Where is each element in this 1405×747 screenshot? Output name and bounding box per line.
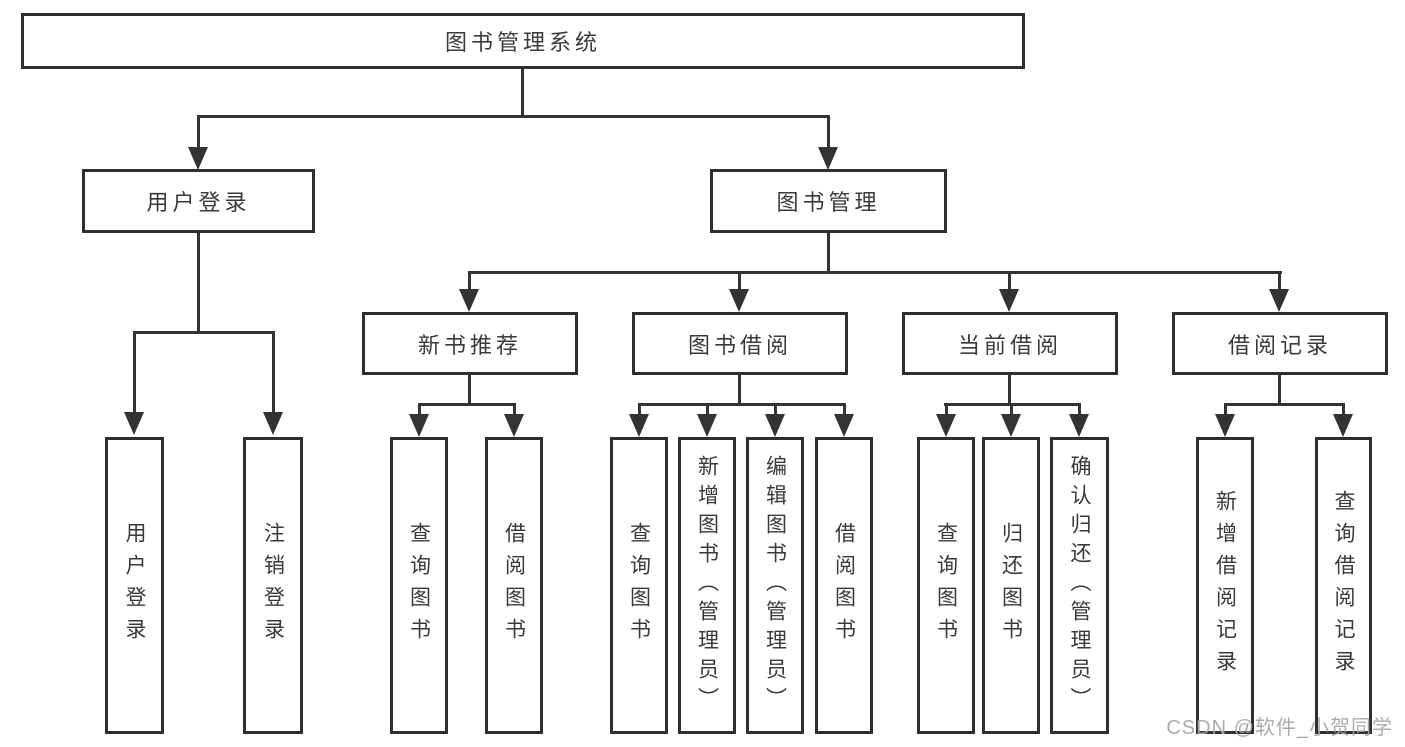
leaf-query-books-current: 查询图书 (917, 437, 975, 734)
connector-line (1010, 403, 1013, 417)
connector-line (513, 403, 516, 417)
node-label: 图书借阅 (687, 332, 792, 358)
leaf-label: 注销登录 (261, 521, 285, 650)
connector-line (945, 403, 948, 417)
connector-line (638, 403, 641, 417)
leaf-label: 用户登录 (123, 521, 146, 650)
connector-line (197, 115, 200, 149)
leaf-label: 查询图书 (934, 521, 958, 650)
leaf-label: 编辑图书（管理员） (763, 455, 787, 716)
leaf-label: 新增借阅记录 (1213, 489, 1237, 682)
connector-line (706, 403, 709, 417)
connector-line (638, 403, 846, 406)
leaf-label: 新增图书（管理员） (695, 455, 719, 716)
node-label: 借阅记录 (1227, 332, 1332, 358)
connector-line (133, 331, 136, 413)
leaf-label: 查询图书 (407, 521, 431, 650)
connector-arrowhead (999, 289, 1019, 312)
connector-line (521, 66, 524, 118)
node-library-system: 图书管理系统 (21, 13, 1025, 69)
connector-arrowhead (729, 289, 749, 312)
connector-line (418, 403, 421, 417)
connector-arrowhead (188, 147, 208, 170)
leaf-label: 查询借阅记录 (1332, 489, 1355, 682)
connector-line (197, 230, 200, 333)
connector-arrowhead (629, 414, 649, 437)
node-book-borrow: 图书借阅 (632, 312, 848, 375)
node-book-management: 图书管理 (710, 169, 947, 233)
leaf-query-borrow-record: 查询借阅记录 (1315, 437, 1372, 734)
leaf-user-login: 用户登录 (105, 437, 164, 734)
watermark-text: CSDN @软件_小贺同学 (1166, 717, 1393, 739)
node-borrow-records: 借阅记录 (1172, 312, 1388, 375)
node-label: 图书管理 (776, 190, 881, 215)
connector-line (738, 271, 741, 291)
connector-line (1008, 271, 1011, 291)
connector-arrowhead (818, 147, 838, 170)
leaf-label: 借阅图书 (832, 521, 856, 650)
connector-arrowhead (1333, 414, 1353, 437)
connector-line (468, 271, 1282, 274)
leaf-edit-books-admin: 编辑图书（管理员） (746, 437, 804, 734)
connector-line (1078, 403, 1081, 417)
leaf-add-borrow-record: 新增借阅记录 (1196, 437, 1254, 734)
connector-line (843, 403, 846, 417)
connector-line (272, 331, 275, 413)
connector-line (1342, 403, 1345, 417)
node-label: 新书推荐 (417, 332, 522, 358)
connector-line (738, 372, 741, 406)
connector-arrowhead (459, 289, 479, 312)
connector-arrowhead (936, 414, 956, 437)
connector-line (1008, 372, 1011, 406)
leaf-borrow-books-recommend: 借阅图书 (485, 437, 543, 734)
connector-line (468, 372, 471, 406)
leaf-add-books-admin: 新增图书（管理员） (678, 437, 736, 734)
leaf-query-books-borrow: 查询图书 (610, 437, 668, 734)
connector-line (1224, 403, 1227, 417)
connector-line (1278, 271, 1281, 291)
node-current-borrow: 当前借阅 (902, 312, 1118, 375)
leaf-label: 借阅图书 (502, 521, 526, 650)
node-new-book-recommend: 新书推荐 (362, 312, 578, 375)
connector-line (418, 403, 516, 406)
connector-line (827, 115, 830, 149)
node-label: 用户登录 (146, 190, 251, 215)
connector-line (827, 230, 830, 273)
leaf-confirm-return-admin: 确认归还（管理员） (1050, 437, 1109, 734)
connector-arrowhead (124, 412, 144, 435)
connector-arrowhead (1001, 414, 1021, 437)
connector-arrowhead (409, 414, 429, 437)
connector-arrowhead (263, 412, 283, 435)
node-user-login: 用户登录 (82, 169, 315, 233)
connector-arrowhead (504, 414, 524, 437)
connector-line (1278, 372, 1281, 406)
connector-arrowhead (1215, 414, 1235, 437)
connector-line (468, 271, 471, 291)
connector-line (1224, 403, 1345, 406)
leaf-label: 确认归还（管理员） (1068, 455, 1091, 716)
leaf-query-books-recommend: 查询图书 (390, 437, 448, 734)
connector-arrowhead (1269, 289, 1289, 312)
leaf-logout: 注销登录 (243, 437, 303, 734)
node-label: 当前借阅 (957, 332, 1062, 358)
connector-line (774, 403, 777, 417)
connector-arrowhead (834, 414, 854, 437)
connector-arrowhead (765, 414, 785, 437)
leaf-label: 查询图书 (627, 521, 651, 650)
connector-line (197, 115, 830, 118)
connector-line (133, 331, 275, 334)
leaf-borrow-books: 借阅图书 (815, 437, 873, 734)
leaf-return-books: 归还图书 (982, 437, 1040, 734)
leaf-label: 归还图书 (999, 521, 1023, 650)
node-label: 图书管理系统 (444, 30, 601, 55)
connector-arrowhead (697, 414, 717, 437)
connector-arrowhead (1069, 414, 1089, 437)
